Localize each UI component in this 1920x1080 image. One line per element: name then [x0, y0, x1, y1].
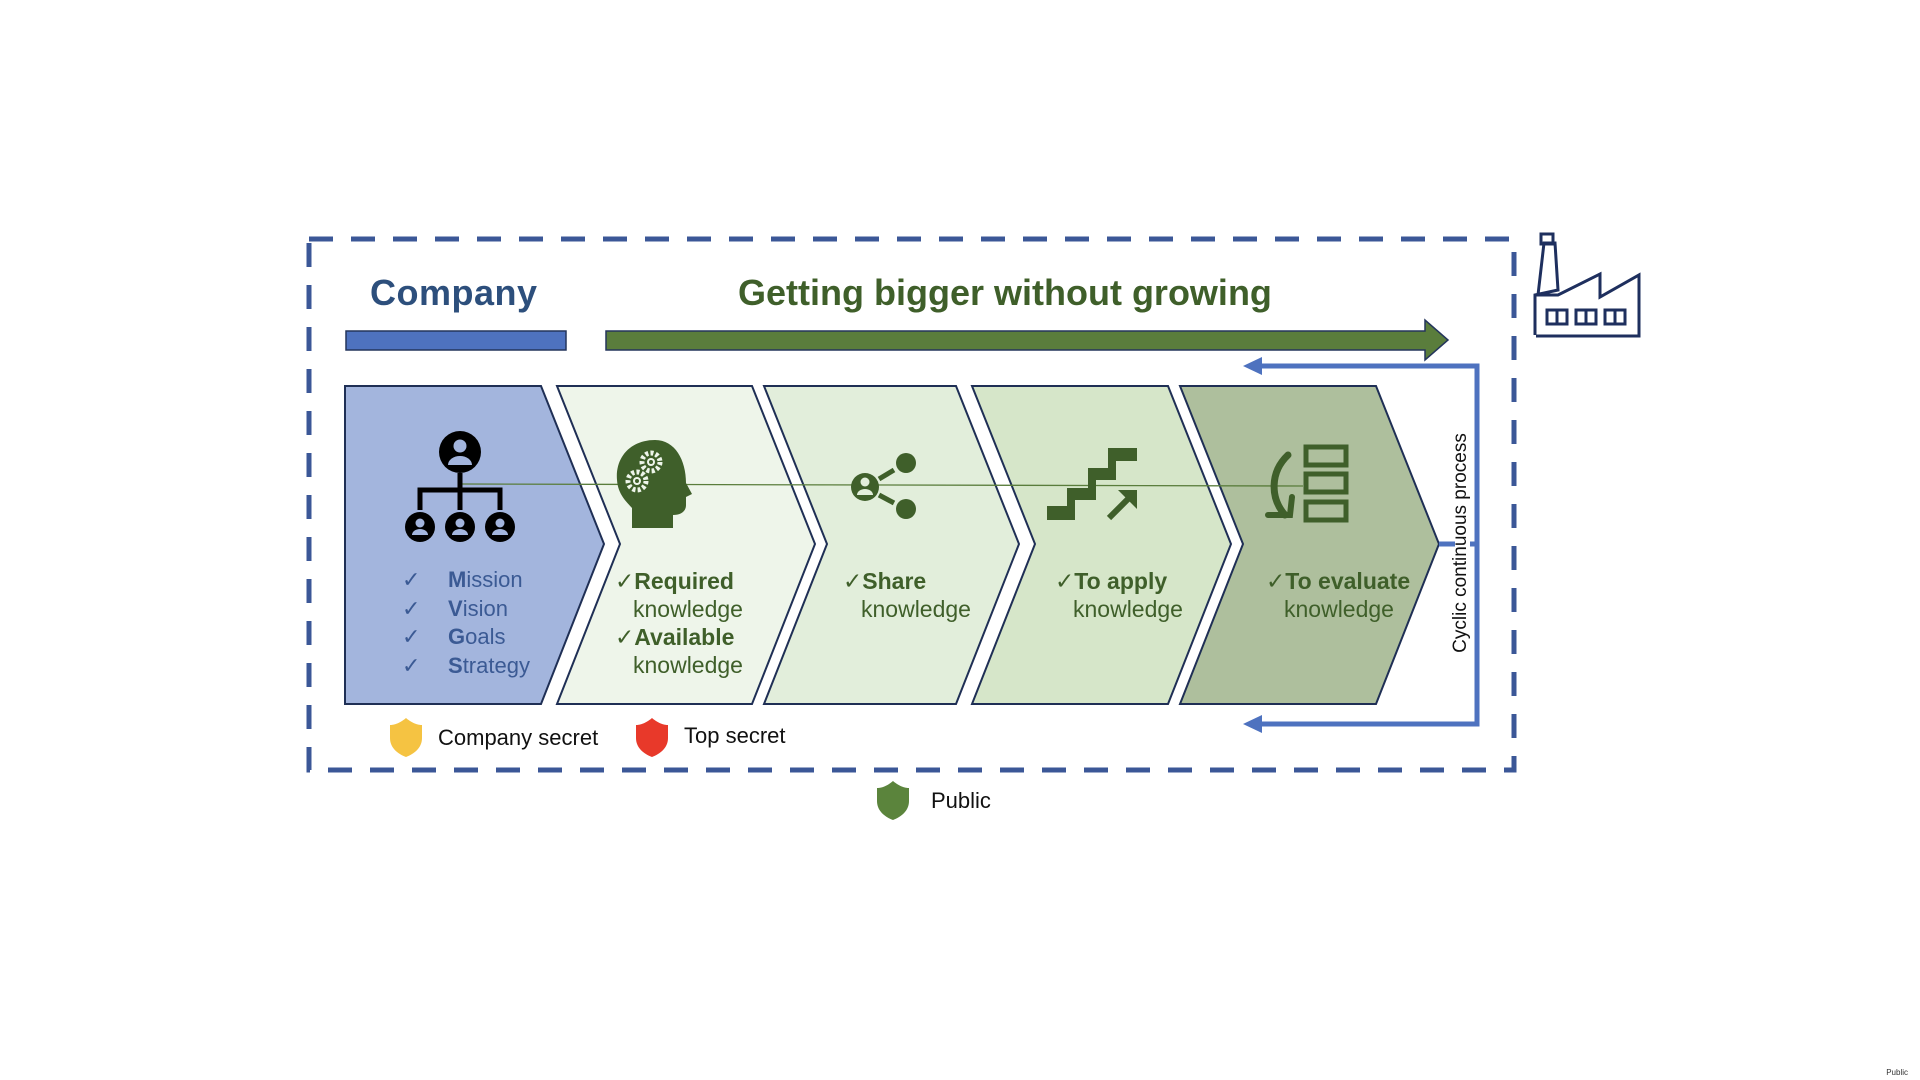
cycle-label: Cyclic continuous process: [1450, 433, 1471, 653]
check-icon: ✓: [402, 652, 421, 678]
cycle-arrow-top-head: [1243, 357, 1262, 375]
company-boundary: [306, 236, 1517, 773]
stage-label: ✓Available: [615, 624, 735, 650]
company-value-vision: ✓Vision: [402, 595, 530, 624]
company-value-goals: ✓Goals: [402, 623, 530, 652]
legend-top-secret: Top secret: [684, 723, 786, 748]
company-title: Company: [370, 272, 538, 313]
stage-sublabel: knowledge: [1073, 596, 1183, 622]
share-icon: [851, 453, 916, 519]
stage-evaluate-knowledge: ✓To evaluate knowledge: [1266, 567, 1410, 623]
legend-public: Public: [931, 788, 991, 813]
org-chart-icon: [405, 431, 515, 542]
stage-label: ✓To evaluate: [1266, 568, 1411, 594]
growth-title: Getting bigger without growing: [738, 272, 1272, 313]
stage-apply-knowledge: ✓To apply knowledge: [1055, 567, 1183, 623]
stage-label: ✓To apply: [1055, 568, 1168, 594]
chevron-stage-2: [762, 385, 1021, 705]
head-gears-icon: [616, 440, 692, 528]
cycle-arrow-bottom-head: [1243, 715, 1262, 733]
chevron-company: [344, 385, 606, 705]
chevron-stage-3: [970, 385, 1233, 705]
company-values-list: ✓Mission ✓Vision ✓Goals ✓Strategy: [402, 566, 530, 680]
company-secret-shield-icon: [390, 718, 422, 757]
stage-sublabel: knowledge: [633, 652, 743, 678]
legend-company-secret: Company secret: [438, 725, 599, 750]
stage-sublabel: knowledge: [861, 596, 971, 622]
top-secret-shield-icon: [636, 718, 668, 757]
company-value-strategy: ✓Strategy: [402, 652, 530, 681]
check-icon: ✓: [402, 567, 421, 592]
stage-sublabel: knowledge: [1284, 596, 1394, 622]
factory-icon: [1533, 232, 1641, 338]
evaluate-list-icon: [1265, 444, 1349, 523]
company-value-mission: ✓Mission: [402, 566, 530, 595]
chevron-stage-4: [1178, 385, 1441, 705]
public-shield-icon: [877, 781, 909, 820]
classification-tag: Public: [1886, 1068, 1908, 1077]
stairs-growth-icon: [1047, 448, 1137, 521]
icon-connector-line: [461, 483, 1304, 487]
company-bar: [345, 330, 567, 351]
check-icon: ✓: [402, 595, 421, 621]
check-icon: ✓: [402, 624, 421, 649]
stage-sublabel: knowledge: [633, 596, 743, 622]
cycle-loop: [1258, 363, 1480, 727]
stage-label: ✓Required: [615, 568, 734, 594]
stage-label: ✓Share: [843, 568, 927, 594]
stage-share-knowledge: ✓Share knowledge: [843, 567, 971, 623]
growth-arrow: [605, 318, 1450, 362]
stage-knowledge-required-available: ✓Required knowledge ✓Available knowledge: [615, 567, 743, 679]
